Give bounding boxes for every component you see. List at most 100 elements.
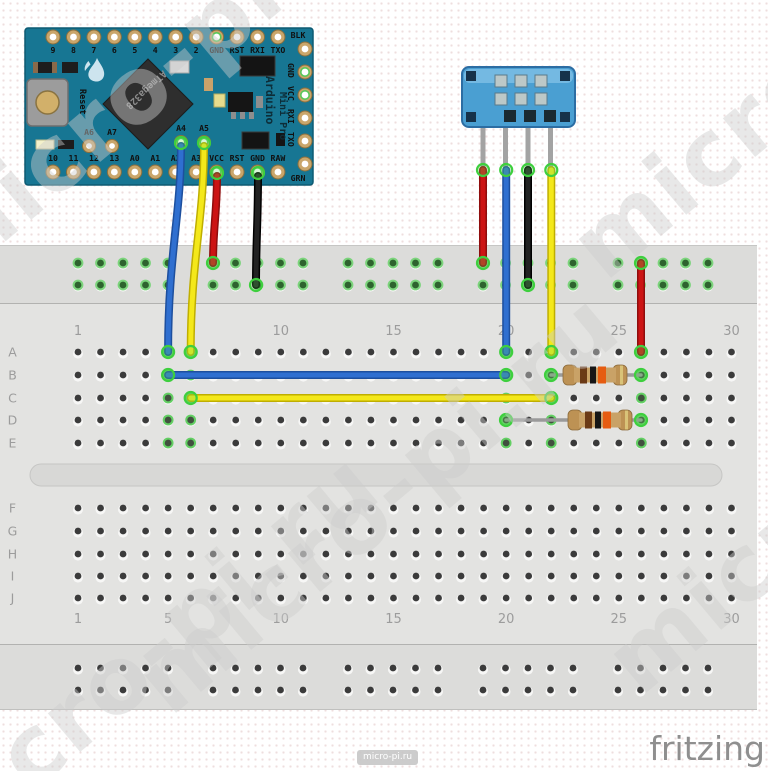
breadboard-hole[interactable] [367, 439, 375, 447]
breadboard-hole[interactable] [704, 686, 712, 694]
breadboard-hole[interactable] [187, 439, 195, 447]
breadboard-hole[interactable] [682, 281, 689, 289]
breadboard-hole[interactable] [367, 527, 375, 535]
breadboard-hole[interactable] [480, 594, 488, 602]
breadboard-hole[interactable] [659, 259, 667, 267]
breadboard-hole[interactable] [254, 416, 262, 424]
breadboard-hole[interactable] [345, 550, 352, 558]
pin-pad-RAW-bottom[interactable] [270, 164, 286, 180]
breadboard-hole[interactable] [164, 439, 172, 447]
pin-pad-RST-top[interactable] [229, 29, 245, 45]
pin-pad-4-top[interactable] [147, 29, 163, 45]
breadboard-hole[interactable] [277, 527, 285, 535]
breadboard-hole[interactable] [728, 527, 735, 535]
breadboard-hole[interactable] [322, 439, 330, 447]
connection-marker[interactable] [544, 390, 559, 406]
breadboard-hole[interactable] [299, 281, 307, 289]
breadboard-hole[interactable] [412, 686, 419, 694]
breadboard-hole[interactable] [187, 504, 195, 512]
breadboard-hole[interactable] [367, 281, 374, 289]
breadboard-hole[interactable] [570, 572, 578, 580]
breadboard-hole[interactable] [299, 348, 307, 356]
breadboard-hole[interactable] [164, 394, 172, 402]
breadboard-hole[interactable] [435, 550, 442, 558]
pin-pad-6-top[interactable] [106, 29, 122, 45]
breadboard-hole[interactable] [254, 664, 262, 672]
breadboard-hole[interactable] [682, 664, 689, 672]
breadboard-hole[interactable] [254, 439, 262, 447]
breadboard-hole[interactable] [570, 504, 578, 512]
breadboard-hole[interactable] [683, 439, 690, 447]
breadboard-hole[interactable] [659, 686, 667, 694]
breadboard-hole[interactable] [390, 416, 397, 424]
breadboard-hole[interactable] [660, 594, 668, 602]
breadboard-hole[interactable] [97, 504, 104, 512]
breadboard-hole[interactable] [435, 439, 442, 447]
breadboard-hole[interactable] [142, 664, 149, 672]
breadboard-hole[interactable] [683, 348, 690, 356]
breadboard-hole[interactable] [525, 594, 533, 602]
breadboard-hole[interactable] [412, 281, 419, 289]
breadboard-hole[interactable] [660, 416, 668, 424]
breadboard-hole[interactable] [299, 504, 307, 512]
pin-pad-A6[interactable] [82, 139, 96, 153]
breadboard-hole[interactable] [119, 394, 127, 402]
breadboard-hole[interactable] [119, 594, 127, 602]
breadboard-hole[interactable] [345, 348, 352, 356]
breadboard-hole[interactable] [435, 527, 442, 535]
breadboard-hole[interactable] [435, 416, 442, 424]
breadboard-hole[interactable] [660, 527, 668, 535]
connection-marker[interactable] [544, 162, 559, 178]
connection-marker[interactable] [633, 367, 649, 383]
breadboard-hole[interactable] [480, 550, 488, 558]
breadboard-hole[interactable] [704, 259, 712, 267]
breadboard-hole[interactable] [97, 550, 104, 558]
breadboard-hole[interactable] [254, 550, 262, 558]
breadboard-hole[interactable] [704, 664, 712, 672]
breadboard-hole[interactable] [74, 371, 82, 379]
breadboard-hole[interactable] [637, 550, 645, 558]
breadboard-hole[interactable] [637, 594, 645, 602]
connection-marker[interactable] [475, 162, 491, 178]
connection-marker[interactable] [499, 367, 514, 383]
breadboard-hole[interactable] [390, 504, 397, 512]
breadboard-hole[interactable] [209, 550, 217, 558]
breadboard-hole[interactable] [209, 572, 217, 580]
breadboard-hole[interactable] [524, 686, 532, 694]
breadboard-hole[interactable] [480, 572, 488, 580]
breadboard-hole[interactable] [683, 394, 690, 402]
breadboard-hole[interactable] [547, 527, 555, 535]
breadboard-hole[interactable] [119, 371, 127, 379]
breadboard-hole[interactable] [547, 686, 554, 694]
breadboard-hole[interactable] [344, 664, 352, 672]
breadboard-hole[interactable] [547, 439, 555, 447]
breadboard-hole[interactable] [345, 504, 352, 512]
breadboard-hole[interactable] [728, 504, 735, 512]
pin-pad-A1-bottom[interactable] [147, 164, 163, 180]
pin-pad-3-top[interactable] [168, 29, 184, 45]
breadboard-hole[interactable] [164, 527, 172, 535]
pin-pad-TXO-top[interactable] [270, 29, 286, 45]
pin-pad-11-bottom[interactable] [65, 164, 81, 180]
breadboard-hole[interactable] [367, 572, 375, 580]
breadboard-hole[interactable] [592, 594, 600, 602]
breadboard-hole[interactable] [525, 348, 533, 356]
breadboard-hole[interactable] [615, 527, 623, 535]
pin-pad-9-top[interactable] [45, 29, 61, 45]
breadboard-hole[interactable] [615, 572, 623, 580]
breadboard-hole[interactable] [142, 594, 150, 602]
breadboard-hole[interactable] [119, 281, 127, 289]
connection-marker[interactable] [520, 162, 536, 178]
breadboard-hole[interactable] [299, 686, 307, 694]
breadboard-hole[interactable] [322, 527, 330, 535]
breadboard-hole[interactable] [412, 259, 419, 267]
breadboard-hole[interactable] [637, 527, 645, 535]
breadboard-hole[interactable] [592, 348, 600, 356]
breadboard-hole[interactable] [480, 439, 488, 447]
connection-marker[interactable] [248, 277, 264, 293]
breadboard-hole[interactable] [209, 686, 217, 694]
breadboard-hole[interactable] [119, 527, 127, 535]
breadboard-hole[interactable] [187, 594, 195, 602]
breadboard-hole[interactable] [277, 686, 284, 694]
breadboard-hole[interactable] [570, 594, 578, 602]
